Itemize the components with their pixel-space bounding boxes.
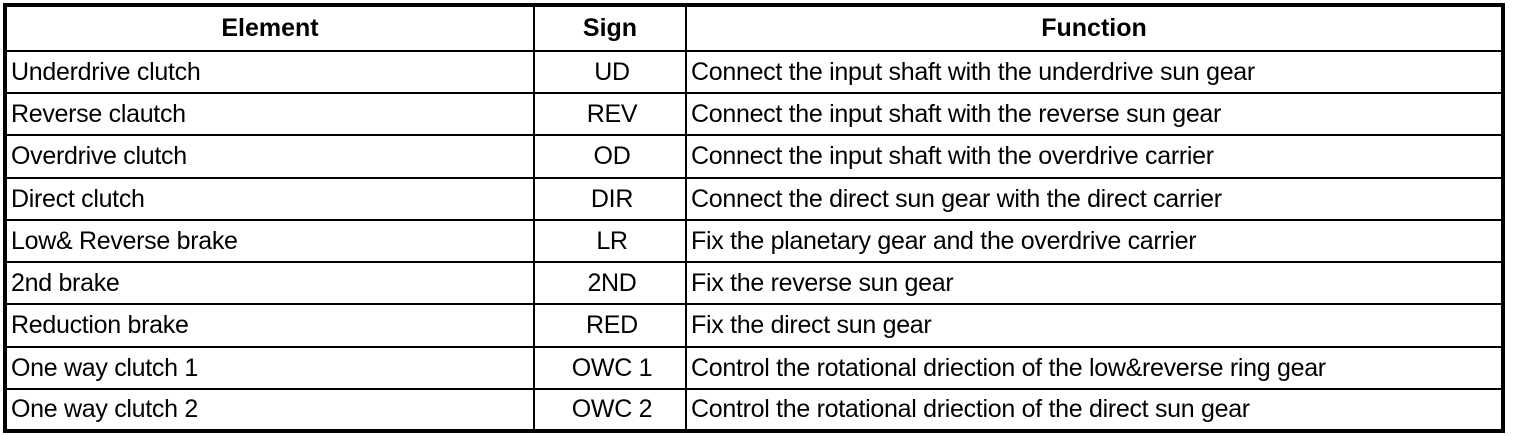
cell-function: Connect the input shaft with the underdr… xyxy=(685,49,1504,95)
column-header-element: Element xyxy=(4,4,535,52)
transmission-elements-table: Element Sign Function Underdrive clutch … xyxy=(3,3,1505,433)
cell-function: Fix the reverse sun gear xyxy=(685,261,1504,306)
cell-function: Connect the input shaft with the overdri… xyxy=(685,134,1504,179)
cell-sign: OWC 1 xyxy=(533,345,687,390)
cell-function: Fix the direct sun gear xyxy=(685,303,1504,348)
cell-element: Low& Reverse brake xyxy=(4,218,535,264)
table-container: Element Sign Function Underdrive clutch … xyxy=(3,3,1505,433)
table-row: Overdrive clutch OD Connect the input sh… xyxy=(4,134,1504,179)
column-header-function: Function xyxy=(685,4,1504,52)
table-row: 2nd brake 2ND Fix the reverse sun gear xyxy=(4,261,1504,306)
cell-sign: DIR xyxy=(533,176,687,221)
cell-function: Connect the direct sun gear with the dir… xyxy=(685,176,1504,221)
cell-function: Control the rotational driection of the … xyxy=(685,387,1504,433)
cell-sign: 2ND xyxy=(533,261,687,306)
table-row: One way clutch 1 OWC 1 Control the rotat… xyxy=(4,345,1504,390)
cell-element: Overdrive clutch xyxy=(4,134,535,179)
table-row: Reverse clautch REV Connect the input sh… xyxy=(4,92,1504,137)
cell-element: 2nd brake xyxy=(4,261,535,306)
cell-element: Direct clutch xyxy=(4,176,535,221)
header-row: Element Sign Function xyxy=(4,4,1504,52)
table-header: Element Sign Function xyxy=(4,4,1504,52)
table-row: One way clutch 2 OWC 2 Control the rotat… xyxy=(4,387,1504,433)
cell-element: Reverse clautch xyxy=(4,92,535,137)
cell-sign: LR xyxy=(533,218,687,264)
cell-function: Control the rotational driection of the … xyxy=(685,345,1504,390)
cell-function: Connect the input shaft with the reverse… xyxy=(685,92,1504,137)
cell-element: One way clutch 1 xyxy=(4,345,535,390)
cell-element: Underdrive clutch xyxy=(4,49,535,95)
table-row: Low& Reverse brake LR Fix the planetary … xyxy=(4,218,1504,264)
column-header-sign: Sign xyxy=(533,4,687,52)
table-body: Underdrive clutch UD Connect the input s… xyxy=(4,49,1504,433)
cell-sign: OWC 2 xyxy=(533,387,687,433)
table-row: Underdrive clutch UD Connect the input s… xyxy=(4,49,1504,95)
cell-element: Reduction brake xyxy=(4,303,535,348)
cell-function: Fix the planetary gear and the overdrive… xyxy=(685,218,1504,264)
cell-sign: OD xyxy=(533,134,687,179)
cell-sign: RED xyxy=(533,303,687,348)
table-row: Reduction brake RED Fix the direct sun g… xyxy=(4,303,1504,348)
cell-element: One way clutch 2 xyxy=(4,387,535,433)
table-row: Direct clutch DIR Connect the direct sun… xyxy=(4,176,1504,221)
cell-sign: REV xyxy=(533,92,687,137)
cell-sign: UD xyxy=(533,49,687,95)
